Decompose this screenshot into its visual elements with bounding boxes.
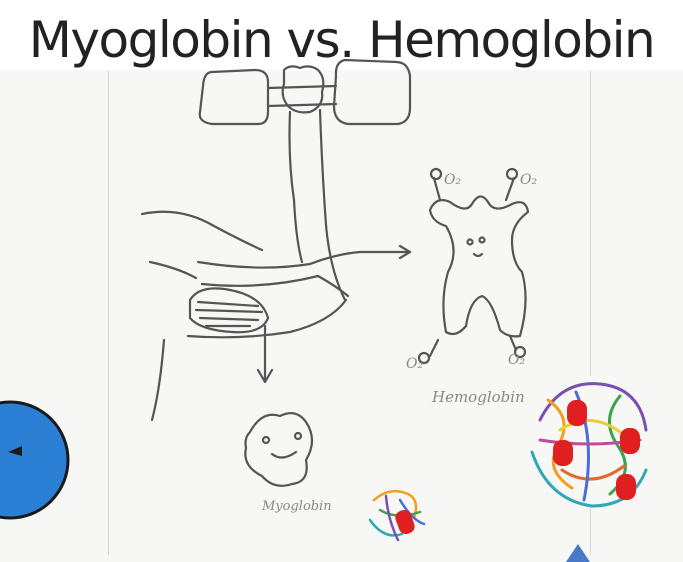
arrow-up-icon (566, 544, 590, 562)
o2-label: O₂ (406, 356, 423, 372)
hemoglobin-sketch (419, 169, 528, 363)
arm-sketch (142, 110, 410, 420)
o2-label: O₂ (508, 352, 525, 368)
blue-disc (0, 402, 68, 518)
myoglobin-sketch (245, 413, 312, 486)
o2-label: O₂ (520, 172, 537, 188)
hemoglobin-structure-image (524, 376, 652, 506)
myoglobin-structure-image (370, 491, 424, 540)
myoglobin-label: Myoglobin (261, 499, 332, 514)
o2-label: O₂ (444, 172, 461, 188)
dumbbell-icon (200, 60, 410, 124)
hemoglobin-label: Hemoglobin (431, 388, 525, 406)
